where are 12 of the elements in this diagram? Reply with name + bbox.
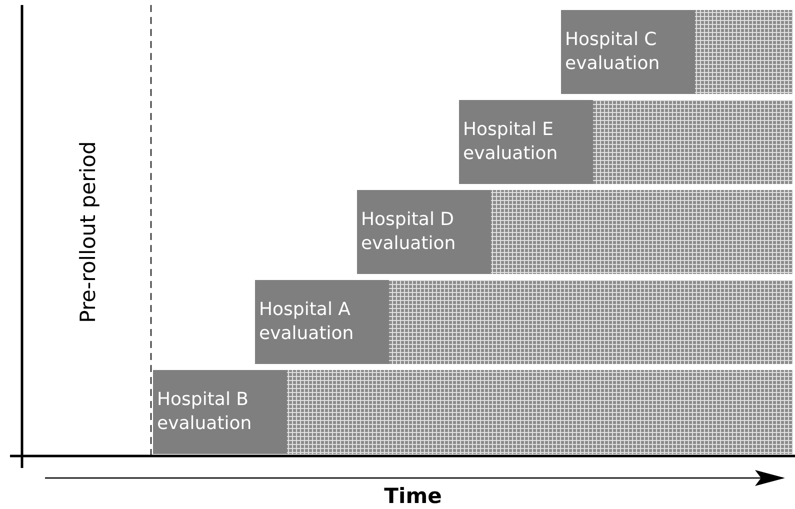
evaluation-box: Hospital A evaluation [255,280,389,364]
evaluation-box: Hospital E evaluation [459,100,593,184]
hatched-bar [287,370,793,454]
period-label: Pre-rollout period [76,141,100,323]
evaluation-box: Hospital D evaluation [357,190,491,274]
hatched-bar [593,100,793,184]
hatched-bar [389,280,793,364]
hatched-bar [491,190,793,274]
evaluation-box: Hospital B evaluation [153,370,287,454]
hatched-bar [695,10,793,94]
evaluation-box: Hospital C evaluation [561,10,695,94]
axis-title: Time [384,484,442,508]
